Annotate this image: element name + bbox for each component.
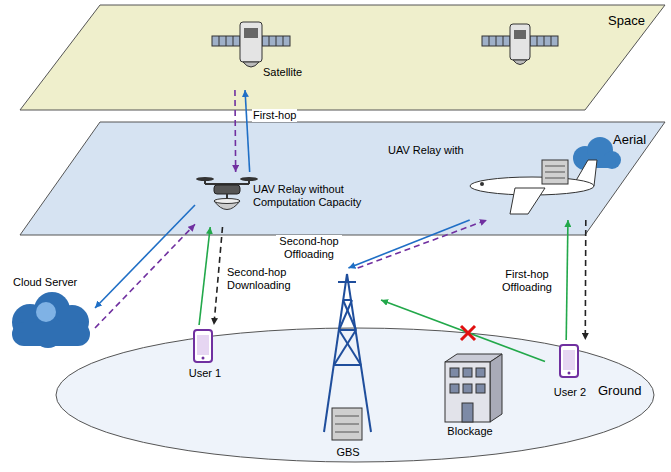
blockage-node: Blockage — [430, 350, 513, 442]
edge-label: Second-hop Offloading — [276, 235, 342, 260]
station-node: GBS — [318, 268, 381, 468]
layer-outline — [20, 122, 665, 235]
tower-icon-part — [343, 299, 352, 301]
uav-node: UAV Relay without Computation Capacity — [195, 172, 368, 227]
layer-name: Ground — [598, 384, 641, 399]
link-arrow — [214, 227, 223, 325]
node-label: User 1 — [180, 367, 230, 380]
layer-name: Aerial — [613, 133, 646, 148]
cloud-icon — [12, 292, 90, 348]
edge-label-box: Second-hop Downloading — [226, 266, 290, 293]
tower-icon-part — [343, 300, 356, 330]
edge-label-box: Second-hop Offloading — [276, 235, 342, 262]
layer-outline — [56, 328, 654, 462]
cloud-icon-part — [55, 305, 89, 339]
edge-label: First-hop — [252, 109, 297, 122]
layer-band: UAV Relay without Computation Capacity UA… — [20, 122, 665, 235]
layer-shape — [20, 5, 665, 110]
link-arrow — [566, 220, 568, 340]
node-label: Cloud Server — [13, 276, 77, 289]
user-node: User 1 — [180, 325, 233, 390]
layer-name: Space — [608, 14, 645, 29]
edge-label-box: First-hop — [252, 105, 314, 123]
cloud-node: Cloud Server — [5, 272, 95, 352]
cloud-icon-part — [12, 304, 48, 340]
layer-ellipse: User 1 GBS Blockage User 2Ground — [55, 327, 655, 463]
link-arrow — [584, 220, 586, 340]
satellite-node: Satellite — [215, 12, 310, 90]
link-arrow — [199, 227, 210, 325]
uav-node: UAV Relay with — [388, 140, 603, 220]
layer-band: Satellite Space — [20, 5, 665, 110]
edge-label: First-hop Offloading — [494, 268, 560, 293]
cloud-icon-part — [36, 302, 56, 322]
tower-icon-part — [339, 300, 352, 330]
edge-label-box: First-hop Offloading — [494, 268, 560, 295]
node-label: UAV Relay without Computation Capacity — [253, 183, 365, 208]
cloud-icon-part — [12, 322, 90, 346]
cloud-icon-part — [32, 316, 64, 348]
layer-outline — [20, 5, 665, 110]
node-label: Blockage — [430, 425, 510, 438]
edge-label: Second-hop Downloading — [226, 266, 292, 291]
tower-icon-part — [338, 281, 356, 283]
node-label: GBS — [318, 446, 378, 459]
node-label: UAV Relay with — [388, 144, 470, 157]
node-label: Satellite — [263, 66, 302, 79]
layer-shape — [20, 122, 665, 235]
link-arrow — [95, 224, 195, 328]
user-node: User 2 — [545, 340, 598, 412]
node-label: User 2 — [545, 386, 595, 399]
cloud-icon-part — [34, 292, 70, 328]
